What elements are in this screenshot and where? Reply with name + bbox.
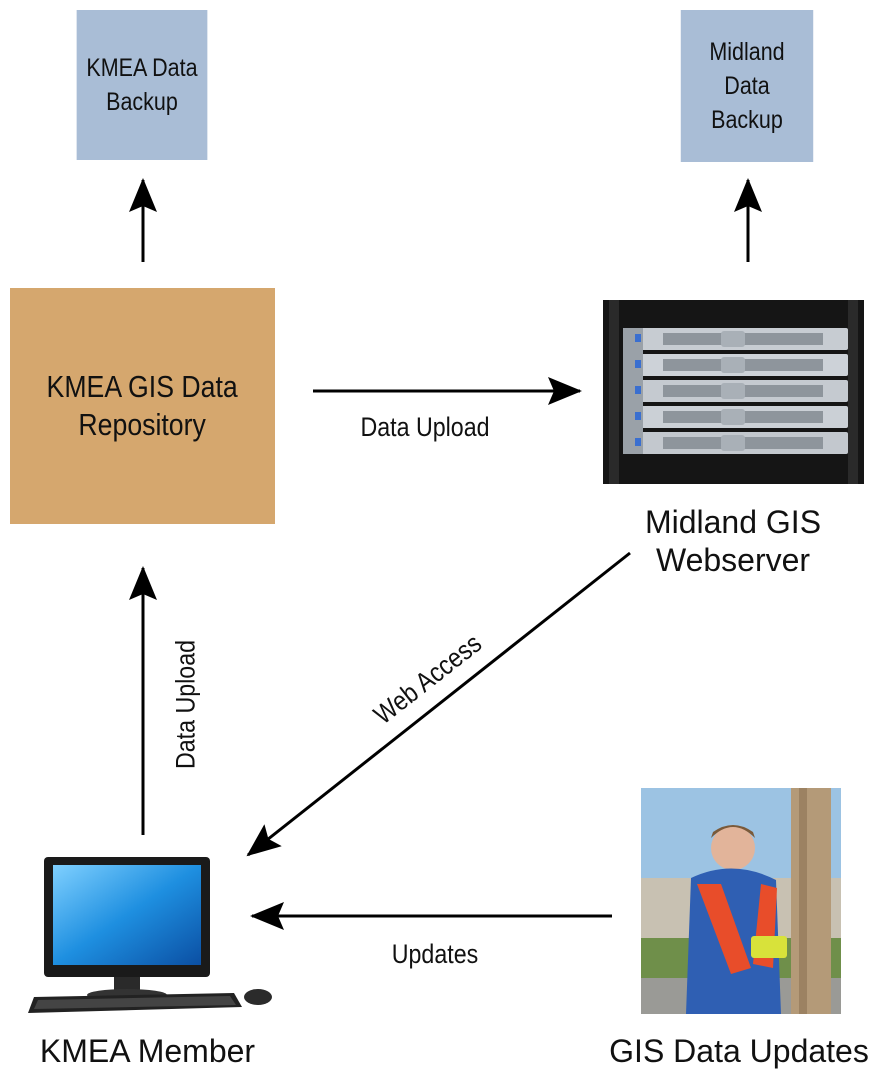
midland-data-backup-box: Midland Data Backup [680, 10, 814, 162]
server-rack-icon [603, 300, 864, 484]
arrow-server-to-member [246, 551, 631, 857]
server-rack-image [603, 300, 864, 484]
updates-label: Updates [391, 939, 479, 969]
midland-data-backup-label: Midland Data Backup [709, 38, 785, 134]
data-upload-horizontal-label: Data Upload [360, 412, 490, 442]
kmea-data-backup-label: KMEA Data Backup [86, 54, 198, 116]
field-worker-photo [641, 788, 841, 1014]
gis-data-updates-label: GIS Data Updates [609, 1033, 869, 1069]
kmea-data-backup-box: KMEA Data Backup [76, 10, 208, 160]
data-upload-vertical-label: Data Upload [170, 639, 201, 770]
kmea-gis-repository-box: KMEA GIS Data Repository [10, 288, 275, 524]
desktop-computer-icon [28, 857, 272, 1013]
utility-pole-worker-icon [641, 788, 841, 1014]
computer-image [14, 855, 276, 1025]
kmea-member-label: KMEA Member [39, 1033, 256, 1069]
kmea-gis-repository-label: KMEA GIS Data Repository [46, 369, 239, 442]
midland-gis-webserver-label: Midland GIS Webserver [644, 504, 822, 578]
